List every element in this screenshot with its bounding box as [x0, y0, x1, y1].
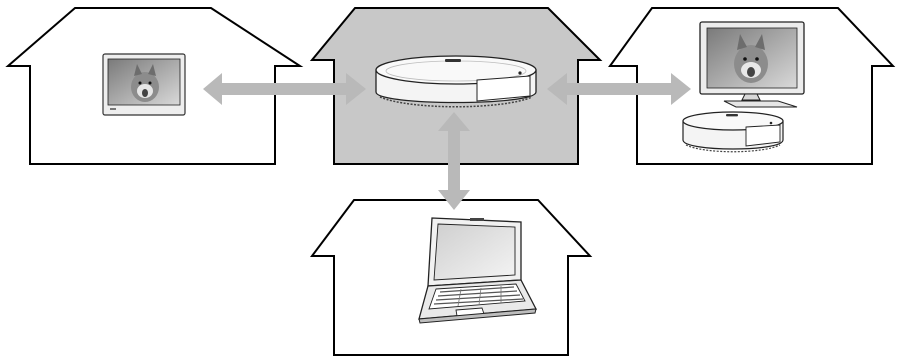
arrow-bottom-connection — [438, 112, 470, 210]
media-server-small-icon — [682, 111, 784, 153]
media-server-icon — [375, 55, 537, 108]
arrow-left-connection — [203, 73, 366, 105]
dog-picture-icon — [734, 34, 768, 83]
small-tv-icon — [102, 53, 186, 116]
large-tv-icon — [699, 21, 805, 108]
large-tv-with-server-icon — [682, 21, 805, 153]
laptop-icon — [418, 217, 538, 324]
arrow-right-connection — [547, 73, 691, 105]
dog-picture-icon — [131, 64, 159, 102]
